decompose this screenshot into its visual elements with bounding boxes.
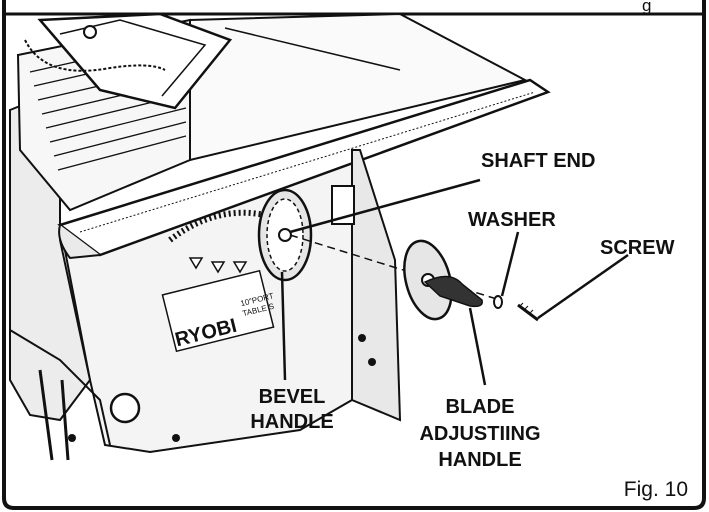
label-blade-line2: ADJUSTIING	[419, 423, 540, 445]
bevel-scale	[168, 209, 266, 243]
blade-adj-leader	[468, 307, 487, 386]
left-leg	[38, 369, 70, 461]
table-top-right	[189, 12, 528, 162]
power-switch	[331, 185, 355, 225]
figure-caption: Fig. 10	[624, 478, 688, 501]
fence-rail-end	[58, 224, 101, 260]
label-screw: SCREW	[600, 237, 675, 259]
leg-hole-1	[68, 434, 76, 442]
saw-right-side	[351, 149, 402, 422]
bevel-pointers	[188, 257, 248, 274]
bolt-2	[368, 358, 376, 366]
table-seam	[224, 27, 401, 71]
blade-guard	[24, 12, 233, 110]
label-blade-line3: HANDLE	[438, 449, 521, 471]
screw-part	[517, 302, 539, 322]
label-shaft-end: SHAFT END	[481, 150, 595, 172]
foot-bolt	[109, 392, 141, 424]
bevel-handle	[257, 188, 313, 282]
label-blade-line1: BLADE	[446, 396, 515, 418]
blade-adjusting-handle	[403, 239, 483, 321]
label-bevel-line2: HANDLE	[250, 411, 333, 433]
base-left	[9, 329, 111, 446]
shaft-end-leader	[289, 178, 481, 234]
bevel-handle-leader	[280, 271, 287, 381]
partial-heading-text: g	[642, 0, 651, 15]
bolt-1	[358, 334, 366, 342]
brand-plate	[161, 269, 275, 353]
leg-hole-2	[172, 434, 180, 442]
washer-leader	[500, 231, 520, 297]
label-bevel-line1: BEVEL	[259, 386, 326, 408]
label-washer: WASHER	[468, 209, 556, 231]
fence-scale	[79, 91, 536, 233]
screw-leader	[537, 253, 629, 320]
washer-part	[493, 295, 503, 309]
